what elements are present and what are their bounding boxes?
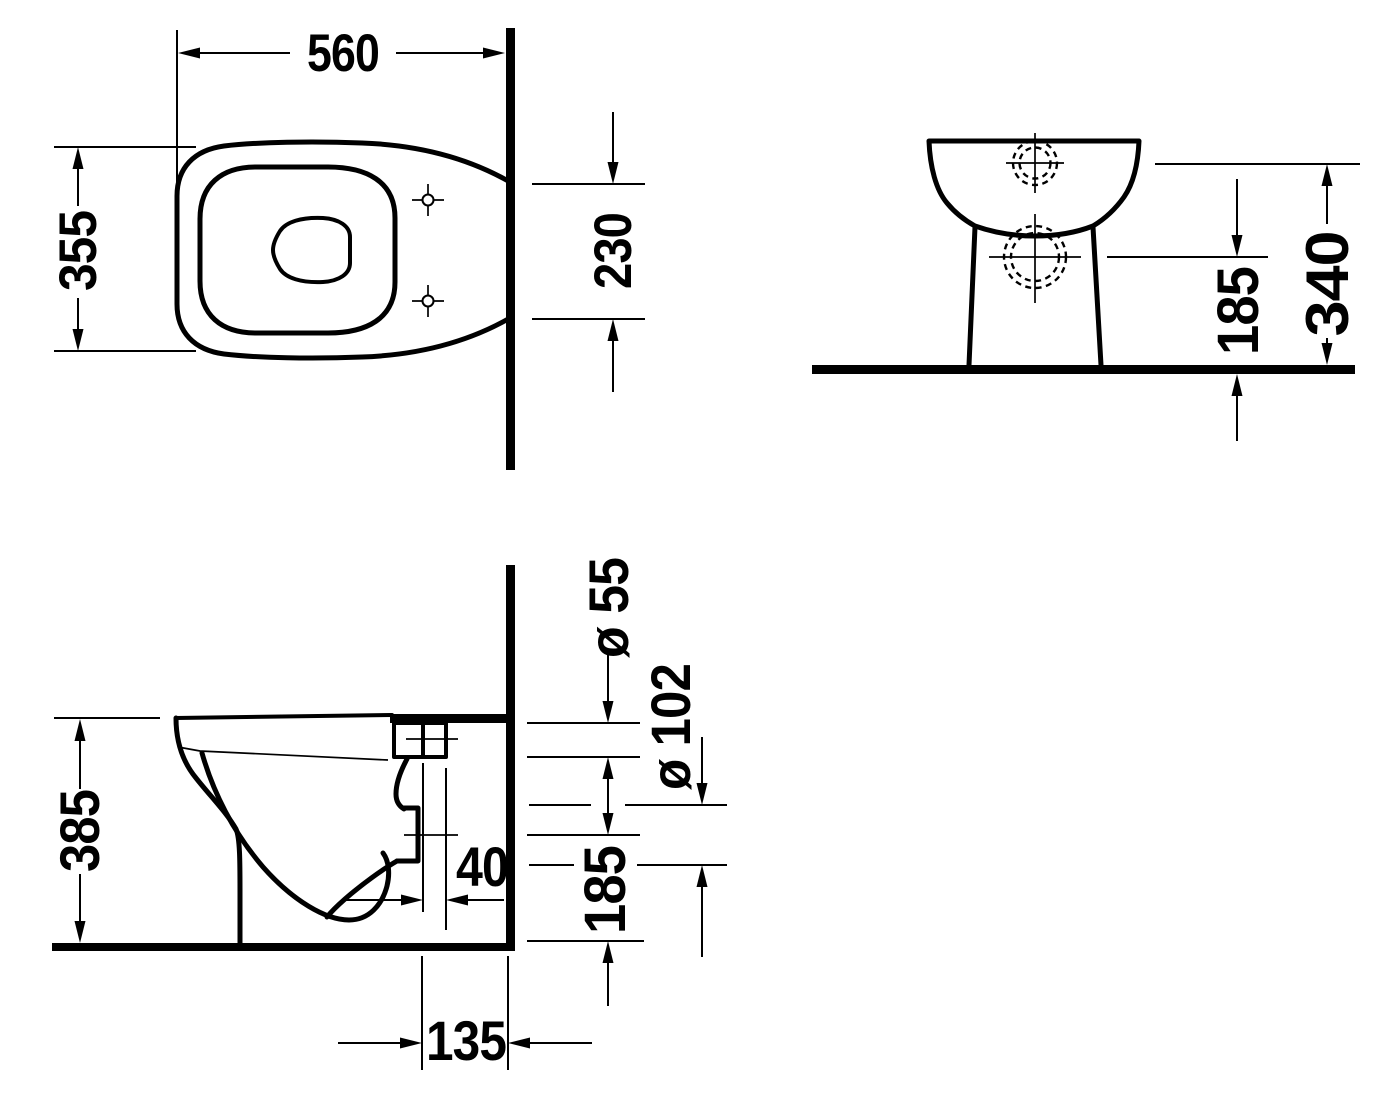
arrowhead-right xyxy=(400,1037,422,1049)
trap-lower-curve xyxy=(324,858,400,920)
arrowhead-down xyxy=(74,921,86,943)
dim-label-185-front: 185 xyxy=(1206,267,1271,355)
dim-label-230: 230 xyxy=(584,213,643,289)
dim-label-185-side: 185 xyxy=(573,846,638,934)
arrowhead-down xyxy=(607,162,619,184)
dim-185-front: 185 xyxy=(1107,179,1271,441)
dim-340: 340 xyxy=(1155,163,1361,365)
arrowhead-down xyxy=(602,813,614,835)
dim-dia-102: ø 102 xyxy=(639,664,708,957)
dim-label-dia55: ø 55 xyxy=(577,558,640,658)
arrowhead-left xyxy=(508,1037,530,1049)
hole-outer-circle xyxy=(1011,139,1059,187)
bowl-section-sweep xyxy=(199,750,392,923)
front-view: 340 185 xyxy=(812,133,1361,441)
arrowhead-up xyxy=(1321,164,1333,186)
seat-rim-outline xyxy=(197,164,398,336)
dim-label-355: 355 xyxy=(49,211,108,291)
pan-back-profile xyxy=(393,756,410,812)
hole-outer-circle xyxy=(1002,224,1068,290)
water-opening-outline xyxy=(271,215,352,285)
dim-560: 560 xyxy=(176,24,505,190)
side-view: ø 55 ø 102 185 385 xyxy=(48,558,727,1072)
floor-line xyxy=(812,365,1355,374)
dim-135: 135 xyxy=(338,1009,592,1072)
hole-inner-circle xyxy=(1018,146,1052,180)
flush-inlet-hole xyxy=(1006,133,1064,193)
dim-185-side: 185 xyxy=(573,846,638,1006)
wall-extension-lines xyxy=(527,722,727,942)
arrowhead-up xyxy=(602,941,614,963)
wall-line xyxy=(506,565,515,951)
dim-355: 355 xyxy=(49,146,196,352)
arrowhead-down xyxy=(1321,343,1333,365)
inlet-spigot xyxy=(392,721,458,759)
bowl-outline xyxy=(926,138,1142,239)
arrowhead-up xyxy=(74,719,86,741)
dim-40: 40 xyxy=(345,835,509,906)
arrowhead-left xyxy=(446,894,468,906)
arrowhead-up xyxy=(602,757,614,779)
dim-label-dia102: ø 102 xyxy=(639,664,702,790)
pedestal-left-edge xyxy=(966,224,978,368)
pan-front-profile xyxy=(173,715,243,949)
dim-230: 230 xyxy=(532,112,645,392)
arrowhead-down xyxy=(602,701,614,723)
floor-line xyxy=(52,943,515,951)
arrowhead-down xyxy=(72,329,84,351)
bowl-outer-outline xyxy=(174,139,513,361)
outlet-hole xyxy=(989,214,1081,303)
spigot-box xyxy=(392,721,448,759)
rear-top-edge xyxy=(390,714,515,723)
mounting-hole-top xyxy=(412,184,444,216)
arrowhead-up xyxy=(607,319,619,341)
dim-label-560: 560 xyxy=(307,24,379,83)
hole-circle xyxy=(421,193,435,207)
hole-circle xyxy=(421,294,435,308)
dim-label-40: 40 xyxy=(456,835,508,898)
hole-inner-circle xyxy=(1009,231,1061,283)
dim-label-135: 135 xyxy=(426,1009,506,1072)
seat-shelf-line xyxy=(177,746,389,761)
arrowhead-up xyxy=(696,865,708,887)
dim-label-340: 340 xyxy=(1294,232,1361,337)
arrowhead-right xyxy=(483,47,505,59)
top-view: 560 355 230 xyxy=(49,24,645,470)
arrowhead-down xyxy=(696,783,708,805)
arrowhead-up xyxy=(72,147,84,169)
pedestal-right-edge xyxy=(1090,224,1104,368)
arrowhead-right xyxy=(401,894,423,906)
arrowhead-down xyxy=(1231,235,1243,257)
dim-label-385: 385 xyxy=(48,790,111,872)
mounting-hole-bottom xyxy=(412,285,444,317)
arrowhead-left xyxy=(178,47,200,59)
wall-line xyxy=(506,28,515,470)
pan-top-edge xyxy=(174,713,394,720)
dim-dia-55: ø 55 xyxy=(577,558,640,779)
arrowhead-up xyxy=(1231,374,1243,396)
dim-385: 385 xyxy=(48,717,160,943)
